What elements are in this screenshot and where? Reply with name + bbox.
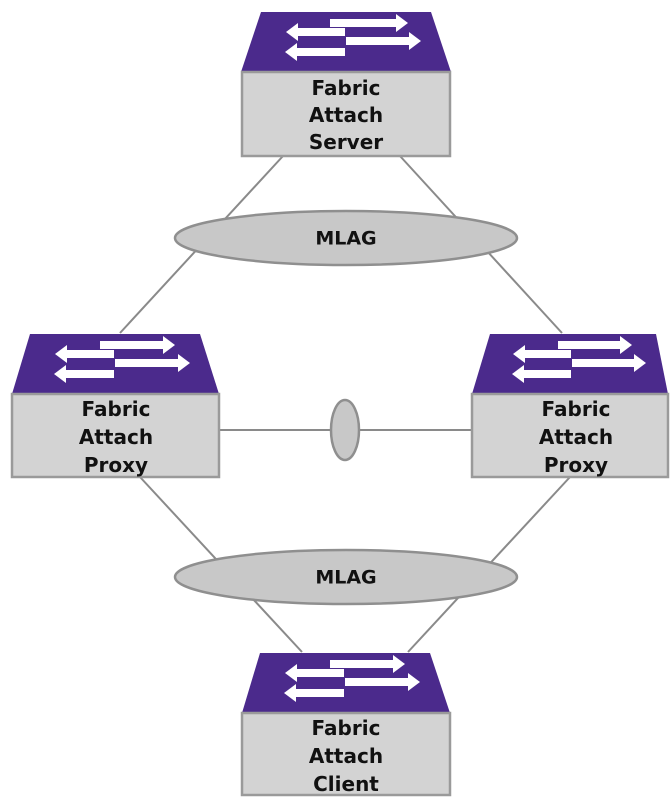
upper-mlag-ellipse xyxy=(173,209,519,267)
network-switch-icon xyxy=(54,336,190,383)
lower-mlag-group: MLAG xyxy=(173,548,519,606)
inter-proxy-lag-group xyxy=(329,398,361,462)
proxy-right-label-line-2: Attach xyxy=(539,425,613,449)
fabric-attach-proxy-left-switch: Fabric Attach Proxy xyxy=(10,334,221,479)
fabric-attach-client-switch: Fabric Attach Client xyxy=(240,653,452,797)
server-label-line-3: Server xyxy=(309,130,383,154)
network-switch-icon xyxy=(285,14,421,61)
client-label-line-2: Attach xyxy=(309,744,383,768)
proxy-left-label-line-1: Fabric xyxy=(82,397,151,421)
client-label-line-3: Client xyxy=(313,772,379,796)
lower-mlag-ellipse xyxy=(173,548,519,606)
client-label-line-1: Fabric xyxy=(312,716,381,740)
proxy-left-label-line-2: Attach xyxy=(79,425,153,449)
server-label-line-2: Attach xyxy=(309,103,383,127)
fabric-attach-proxy-right-switch: Fabric Attach Proxy xyxy=(470,334,670,479)
switch-body xyxy=(470,392,670,479)
lower-mlag-label: MLAG xyxy=(315,567,376,589)
network-switch-icon xyxy=(512,336,646,383)
proxy-right-label-line-1: Fabric xyxy=(542,397,611,421)
fabric-attach-server-switch: Fabric Attach Server xyxy=(240,12,452,158)
inter-proxy-lag-ellipse xyxy=(329,398,361,462)
switch-body xyxy=(240,711,452,797)
network-switch-icon xyxy=(284,655,420,702)
proxy-left-label-line-3: Proxy xyxy=(84,453,148,477)
upper-mlag-label: MLAG xyxy=(315,228,376,250)
switch-body xyxy=(240,70,452,158)
server-label-line-1: Fabric xyxy=(312,76,381,100)
switch-body xyxy=(10,392,221,479)
upper-mlag-group: MLAG xyxy=(173,209,519,267)
proxy-right-label-line-3: Proxy xyxy=(544,453,608,477)
